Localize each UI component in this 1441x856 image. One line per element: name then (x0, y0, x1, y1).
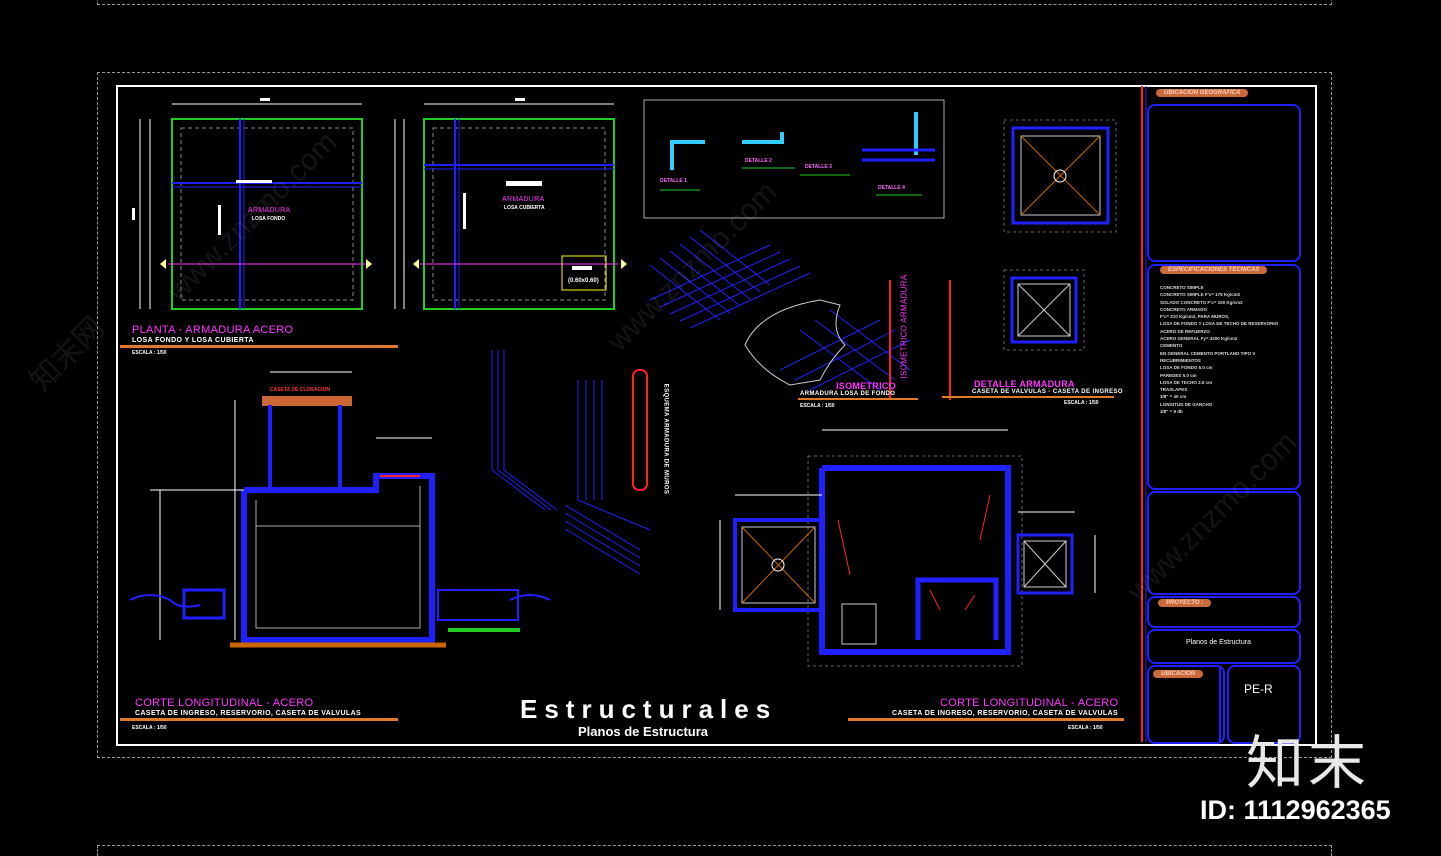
spec-line: EN GENERAL CEMENTO PORTLAND TIPO V (1160, 350, 1256, 356)
sheet-name: Planos de Estructura (1186, 639, 1251, 646)
panel-location (1147, 665, 1225, 744)
detail-underline (942, 396, 1114, 398)
spec-line: 3/8" = 40 cm (1160, 394, 1187, 400)
main-title: Estructurales (520, 694, 778, 724)
plan-section-underline (120, 345, 398, 348)
detail-1-label: DETALLE 1 (660, 178, 687, 184)
opening-label: (0.60x0.60) (568, 278, 599, 284)
panel-code (1227, 665, 1301, 744)
detail-scale: ESCALA : 1/50 (1064, 400, 1099, 406)
sheet-border-top-edge (97, 0, 1332, 5)
panel-spec (1147, 264, 1301, 490)
spec-line: SOLADO CONCRETO F'c= 100 Kg/cm2 (1160, 299, 1243, 305)
details-box (643, 99, 945, 219)
spec-line: 3/8" = 8 db (1160, 409, 1183, 415)
spec-line: TRASLAPES (1160, 387, 1188, 393)
watermark-brand: 知末 (1246, 729, 1371, 797)
plan-losa-cubierta (394, 98, 627, 310)
plan2-label: ARMADURA (502, 196, 545, 203)
detail-square-1 (1003, 119, 1117, 233)
isometric-vertical-label: ISOMETRICO ARMADURA (899, 274, 909, 379)
longitudinal-left-scale: ESCALA : 1/50 (132, 725, 167, 731)
spec-line: LOSA DE TECHO 2.5 cm (1160, 379, 1213, 385)
panel-blank (1147, 491, 1301, 595)
sheet-code: PE-R (1244, 682, 1273, 696)
spec-list: CONCRETO SIMPLE CONCRETO SIMPLE F'c= 175… (1160, 284, 1295, 415)
spec-line: CONCRETO SIMPLE F'c= 175 Kg/cm2 (1160, 292, 1241, 298)
panel-sheet-name (1147, 629, 1301, 664)
plan1-sub: LOSA FONDO (252, 216, 286, 222)
spec-line: LONGITUD DE GANCHO (1160, 401, 1213, 407)
detail-4-label: DETALLE 4 (878, 185, 905, 191)
longitudinal-left-subtitle: CASETA DE INGRESO, RESERVORIO, CASETA DE… (135, 710, 362, 717)
isometric-title: ISOMETRICO (836, 381, 897, 391)
spec-line: ACERO DE REFUERZO (1160, 328, 1210, 334)
spec-line: ACERO GENERAL Fy= 4200 Kg/cm2 (1160, 336, 1238, 342)
detail-title: DETALLE ARMADURA (974, 379, 1075, 389)
plan-section-title: PLANTA - ARMADURA ACERO (132, 324, 294, 336)
panel-geo (1147, 104, 1301, 262)
detail-subtitle: CASETA DE VALVULAS - CASETA DE INGRESO (972, 389, 1123, 395)
isometric-mesh (649, 229, 911, 391)
spec-line: CONCRETO SIMPLE (1160, 285, 1204, 290)
panel-project (1147, 596, 1301, 628)
longitudinal-right-underline (848, 718, 1124, 721)
longitudinal-right-subtitle: CASETA DE INGRESO, RESERVORIO, CASETA DE… (892, 710, 1119, 717)
muros-scheme (491, 350, 651, 575)
tag-geo: UBICACION GEOGRAFICA (1156, 89, 1249, 97)
spec-line: CEMENTO (1160, 343, 1183, 349)
tag-location: UBICACION (1153, 670, 1203, 678)
longitudinal-section-left (129, 371, 551, 648)
watermark-id: ID: 1112962365 (1200, 795, 1391, 825)
muros-vertical-label: ESQUEMA ARMADURA DE MUROS (662, 383, 669, 495)
spec-line: PAREDES 5.0 cm (1160, 372, 1197, 378)
spec-line: CONCRETO ARMADO (1160, 306, 1207, 312)
spec-line: LOSA DE FONDO Y LOSA DE TECHO DE RESERVO… (1160, 321, 1279, 327)
detail-2-label: DETALLE 2 (745, 158, 772, 164)
tag-spec: ESPECIFICACIONES TECNICAS (1160, 266, 1268, 274)
longitudinal-left-underline (120, 718, 398, 721)
drawing-frame (116, 85, 1317, 746)
sheet-border-outer (97, 72, 1332, 758)
main-subtitle: Planos de Estructura (578, 724, 709, 739)
tag-project: PROYECTO : (1158, 599, 1212, 607)
spec-line: LOSA DE FONDO 5.0 cm (1160, 365, 1213, 371)
isometric-subtitle: ARMADURA LOSA DE FONDO (800, 391, 896, 397)
longitudinal-right-scale: ESCALA : 1/50 (1068, 725, 1103, 731)
detail-square-2 (1003, 269, 1085, 351)
plan-section-subtitle: LOSA FONDO Y LOSA CUBIERTA (132, 337, 254, 344)
isometric-underline (798, 398, 918, 400)
plan2-sub: LOSA CUBIERTA (504, 205, 545, 211)
plan-section-scale: ESCALA : 1/50 (132, 350, 167, 356)
plan1-label: ARMADURA (248, 207, 291, 214)
caseta-cloracion-label: CASETA DE CLORACION (270, 387, 330, 393)
longitudinal-right-title: CORTE LONGITUDINAL - ACERO (940, 697, 1119, 709)
isometric-scale: ESCALA : 1/50 (800, 403, 835, 409)
spec-line: F'c= 210 Kg/cm2, PARA MUROS, (1160, 314, 1230, 320)
plan-losa-fondo (132, 98, 372, 310)
longitudinal-left-title: CORTE LONGITUDINAL - ACERO (135, 697, 314, 709)
plan-section-right (719, 429, 1096, 667)
detail-3-label: DETALLE 3 (805, 164, 832, 170)
spec-line: RECUBRIMIENTOS (1160, 357, 1201, 363)
